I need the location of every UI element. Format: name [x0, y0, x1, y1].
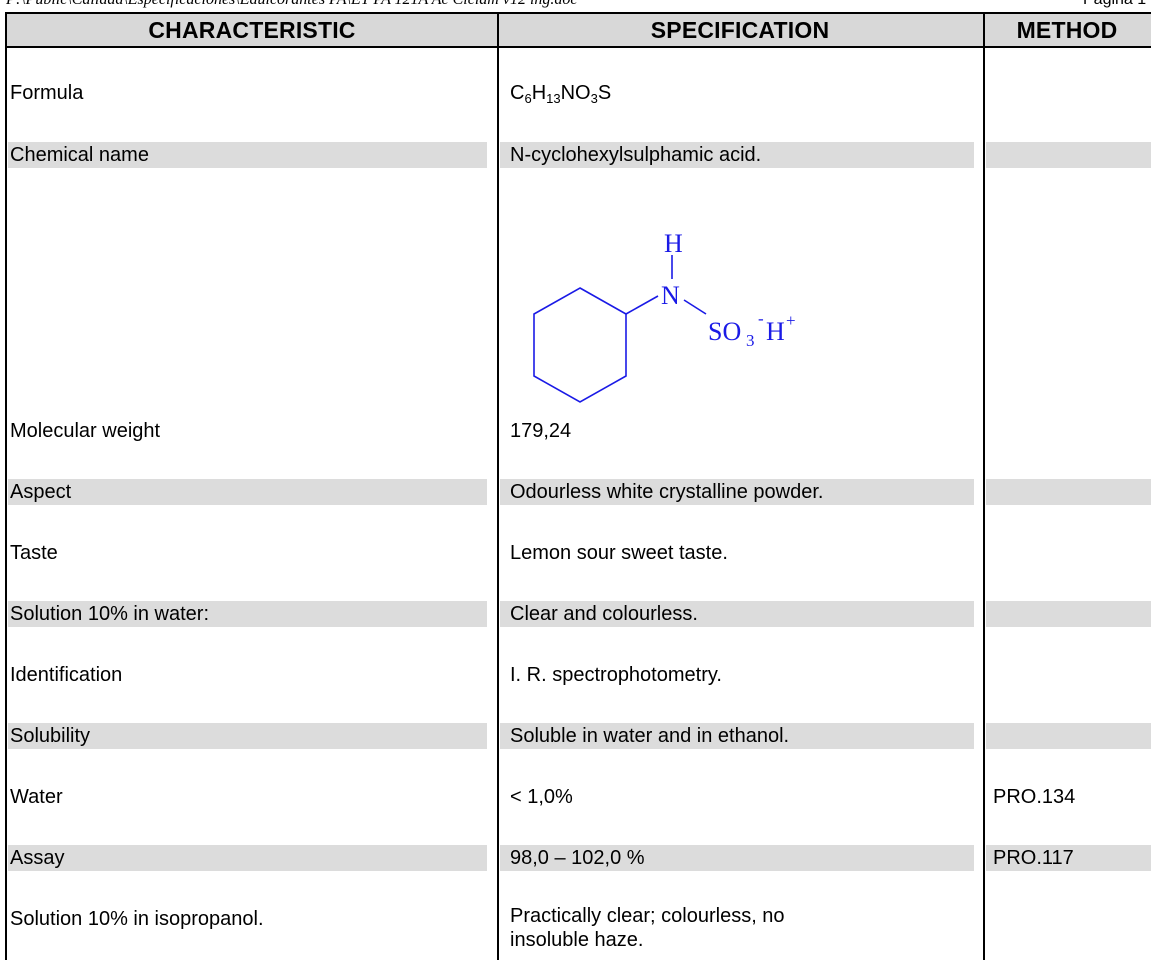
- method-cell: PRO.134: [993, 786, 1076, 808]
- characteristic-cell: Identification: [10, 664, 123, 686]
- table-border-left: [5, 12, 7, 960]
- atom-h-label: H: [664, 229, 683, 258]
- method-cell: PRO.117: [993, 847, 1074, 869]
- table-header: CHARACTERISTIC SPECIFICATION METHOD: [5, 12, 1151, 48]
- specification-cell: Soluble in water and in ethanol.: [510, 725, 790, 747]
- specification-cell: I. R. spectrophotometry.: [510, 664, 722, 686]
- page-number: Página 1 de 2: [1083, 0, 1151, 9]
- table-row: Solution 10% in isopropanol.: [0, 906, 1151, 932]
- column-header-characteristic: CHARACTERISTIC: [148, 17, 356, 43]
- table-row: Identification I. R. spectrophotometry.: [0, 662, 1151, 688]
- sulfonate-subscript: 3: [746, 331, 755, 350]
- characteristic-cell: Formula: [10, 82, 84, 104]
- table-row: Assay 98,0 – 102,0 % PRO.117: [0, 845, 1151, 871]
- bond-n-s: [683, 299, 707, 315]
- specification-cell: Lemon sour sweet taste.: [510, 542, 728, 564]
- table-row: Aspect Odourless white crystalline powde…: [0, 479, 1151, 505]
- specification-cell: Clear and colourless.: [510, 603, 698, 625]
- sulfonate-label: SO: [708, 317, 741, 346]
- table-row: Solubility Soluble in water and in ethan…: [0, 723, 1151, 749]
- table-row: Water < 1,0% PRO.134: [0, 784, 1151, 810]
- table-row: Chemical name N-cyclohexylsulphamic acid…: [0, 142, 1151, 168]
- characteristic-cell: Water: [10, 786, 63, 808]
- column-divider-2: [983, 12, 985, 960]
- table-row: Solution 10% in water: Clear and colourl…: [0, 601, 1151, 627]
- table-row: Taste Lemon sour sweet taste.: [0, 540, 1151, 566]
- characteristic-cell: Solution 10% in isopropanol.: [10, 908, 264, 930]
- bond-ring-n: [625, 295, 659, 315]
- specification-cell: N-cyclohexylsulphamic acid.: [510, 144, 762, 166]
- characteristic-cell: Aspect: [10, 481, 72, 503]
- document-header-line: P:\Public\Calidad\Especificaciones\Edulc…: [0, 0, 1151, 11]
- specification-cell: 98,0 – 102,0 %: [510, 847, 645, 869]
- specification-cell: Odourless white crystalline powder.: [510, 481, 824, 503]
- chemical-structure-diagram: H N SO 3 - H +: [533, 229, 796, 403]
- characteristic-cell: Assay: [10, 847, 65, 869]
- atom-n-label: N: [661, 281, 680, 310]
- column-divider-1: [497, 12, 499, 960]
- cyclohexane-ring: [533, 287, 627, 403]
- characteristic-cell: Molecular weight: [10, 420, 161, 442]
- proton-label: H: [766, 317, 785, 346]
- table-row: Molecular weight 179,24: [0, 418, 1151, 444]
- column-header-specification: SPECIFICATION: [650, 17, 830, 43]
- specification-cell: 179,24: [510, 420, 572, 442]
- characteristic-cell: Taste: [10, 542, 58, 564]
- file-path: P:\Public\Calidad\Especificaciones\Edulc…: [6, 0, 578, 9]
- characteristic-cell: Solubility: [10, 725, 91, 747]
- molecular-formula: C6H13NO3S: [510, 82, 612, 106]
- characteristic-cell: Chemical name: [10, 144, 149, 166]
- negative-charge: -: [758, 309, 764, 328]
- characteristic-cell: Solution 10% in water:: [10, 603, 210, 625]
- specification-cell: < 1,0%: [510, 786, 573, 808]
- positive-charge: +: [786, 311, 796, 330]
- column-header-method: METHOD: [1016, 17, 1118, 43]
- table-row: Formula: [0, 80, 1151, 106]
- specification-cell-multiline: Practically clear; colourless, no insolu…: [510, 905, 785, 951]
